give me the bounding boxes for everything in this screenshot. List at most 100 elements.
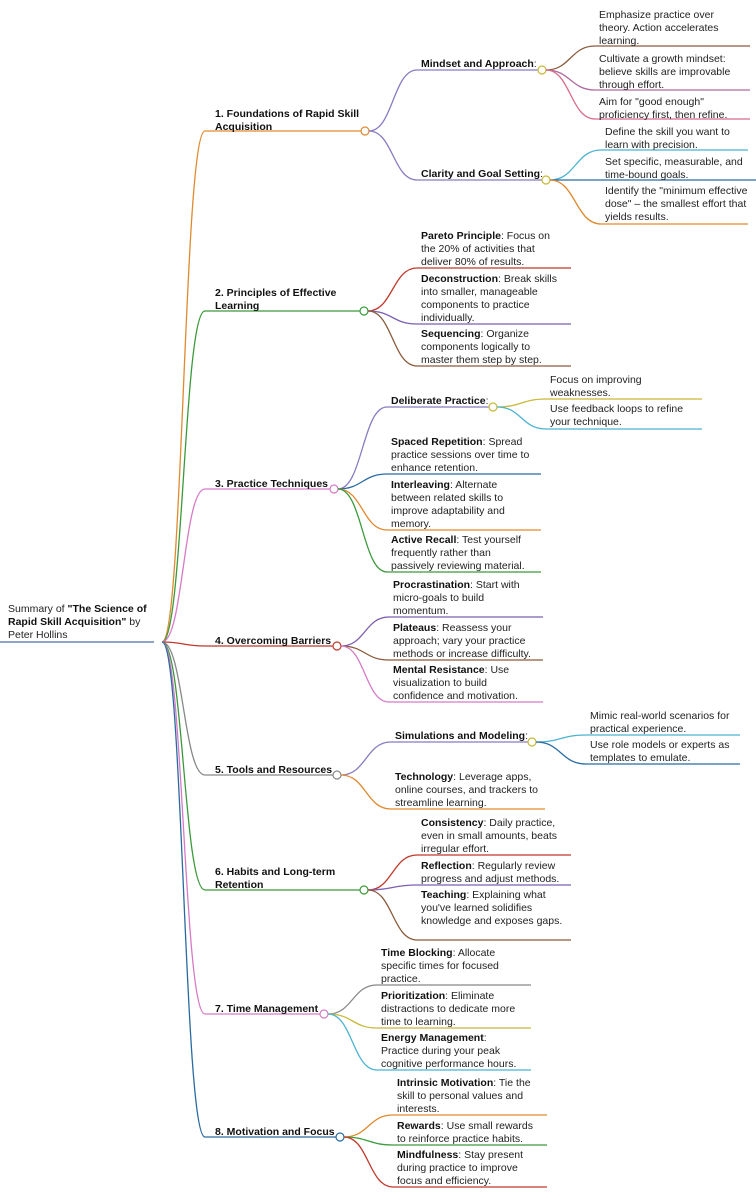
item-text: : Eliminate bbox=[445, 990, 495, 1002]
item-text: time to learning. bbox=[381, 1016, 456, 1028]
item-text: Practice during your peak bbox=[381, 1045, 501, 1057]
section-node-7[interactable] bbox=[319, 1009, 329, 1019]
item-text: : Break skills bbox=[498, 273, 557, 285]
item-branch bbox=[340, 774, 392, 810]
branch-4 bbox=[161, 641, 206, 647]
branch-8 bbox=[161, 641, 206, 1138]
item-term: Energy Management bbox=[381, 1032, 484, 1044]
section-node-4[interactable] bbox=[332, 641, 342, 651]
item-text: : Leverage apps, bbox=[453, 771, 532, 783]
section-title: 5. Tools and Resources bbox=[215, 764, 333, 776]
leaf-branch bbox=[535, 734, 587, 743]
root-text: Summary of bbox=[8, 603, 68, 615]
leaf-text: proficiency first, then refine. bbox=[599, 109, 728, 121]
item-branch bbox=[327, 1013, 378, 1071]
sub-colon: : bbox=[485, 395, 489, 407]
sub-label: Deliberate Practice bbox=[391, 395, 486, 407]
item-text: momentum. bbox=[393, 605, 449, 617]
leaf-text: Emphasize practice over bbox=[599, 9, 714, 21]
sub-topic[interactable]: Clarity and Goal Setting: bbox=[421, 168, 543, 181]
item-text: improve adaptability and bbox=[391, 505, 505, 517]
section-title-5[interactable]: 5. Tools and Resources bbox=[215, 764, 332, 777]
sub-colon: : bbox=[533, 58, 537, 70]
sub-label: Mindset and Approach bbox=[421, 58, 534, 70]
item-text: : Regularly review bbox=[471, 860, 556, 872]
item-term: Prioritization bbox=[381, 990, 446, 1002]
item-branch bbox=[337, 473, 388, 490]
item-text: : Tie the bbox=[493, 1077, 531, 1089]
item-text: : Test yourself bbox=[456, 534, 521, 546]
item-branch bbox=[327, 984, 378, 1015]
section-title-4[interactable]: 4. Overcoming Barriers bbox=[215, 635, 331, 648]
sub-branch bbox=[368, 130, 418, 181]
section-node-1[interactable] bbox=[360, 126, 370, 136]
item-text: skill to personal values and bbox=[397, 1090, 524, 1102]
item-note: Consistency: Daily practice,even in smal… bbox=[421, 817, 557, 856]
leaf-text: through effort. bbox=[599, 79, 665, 91]
sub-node[interactable] bbox=[488, 402, 498, 412]
section-title-3[interactable]: 3. Practice Techniques bbox=[215, 478, 328, 491]
sub-branch bbox=[337, 406, 388, 490]
item-text: : bbox=[483, 1032, 487, 1044]
section-node-2[interactable] bbox=[359, 306, 369, 316]
item-text: confidence and motivation. bbox=[393, 690, 518, 702]
section-node-8[interactable] bbox=[335, 1132, 345, 1142]
item-text: the 20% of activities that bbox=[421, 243, 535, 255]
sub-node[interactable] bbox=[527, 737, 537, 747]
item-text: : Daily practice, bbox=[483, 817, 556, 829]
section-title-8[interactable]: 8. Motivation and Focus bbox=[215, 1126, 335, 1139]
section-node-6[interactable] bbox=[359, 885, 369, 895]
item-text: streamline learning. bbox=[395, 797, 487, 809]
section-title: Retention bbox=[215, 879, 264, 891]
sub-branch bbox=[340, 741, 392, 776]
item-text: micro-goals to build bbox=[393, 592, 485, 604]
item-text: distractions to dedicate more bbox=[381, 1003, 516, 1015]
item-term: Mindfulness bbox=[397, 1149, 459, 1161]
item-text: : Organize bbox=[480, 328, 529, 340]
item-text: : Focus on bbox=[500, 230, 550, 242]
sub-node[interactable] bbox=[537, 65, 547, 75]
leaf-text: theory. Action accelerates bbox=[599, 22, 719, 34]
sub-topic[interactable]: Simulations and Modeling: bbox=[395, 730, 528, 743]
root-text: Rapid Skill Acquisition" by bbox=[8, 616, 140, 628]
section-title: Learning bbox=[215, 300, 260, 312]
section-node-5[interactable] bbox=[332, 770, 342, 780]
item-text: memory. bbox=[391, 518, 432, 530]
leaf-text: Focus on improving bbox=[550, 374, 642, 386]
item-text: progress and adjust methods. bbox=[421, 873, 560, 885]
item-branch bbox=[367, 889, 418, 941]
section-title: 3. Practice Techniques bbox=[215, 478, 329, 490]
item-text: passively reviewing material. bbox=[391, 560, 525, 572]
root-title-bold: "The Science of bbox=[67, 603, 147, 615]
item-branch bbox=[337, 488, 388, 573]
item-term: Teaching bbox=[421, 889, 467, 901]
branch-3 bbox=[161, 488, 206, 643]
item-text: : Allocate bbox=[452, 947, 496, 959]
sub-node[interactable] bbox=[541, 175, 551, 185]
section-title-7[interactable]: 7. Time Management bbox=[215, 1003, 318, 1016]
item-term: Intrinsic Motivation bbox=[397, 1077, 494, 1089]
sub-topic[interactable]: Mindset and Approach: bbox=[421, 58, 537, 71]
leaf-text: Use feedback loops to refine bbox=[550, 403, 684, 415]
section-title: 1. Foundations of Rapid Skill bbox=[215, 108, 360, 120]
item-term: Procrastination bbox=[393, 579, 471, 591]
root-title-bold: Rapid Skill Acquisition" bbox=[8, 616, 127, 628]
sub-topic[interactable]: Deliberate Practice: bbox=[391, 395, 488, 408]
leaf-text: templates to emulate. bbox=[590, 752, 691, 764]
section-node-3[interactable] bbox=[329, 484, 339, 494]
